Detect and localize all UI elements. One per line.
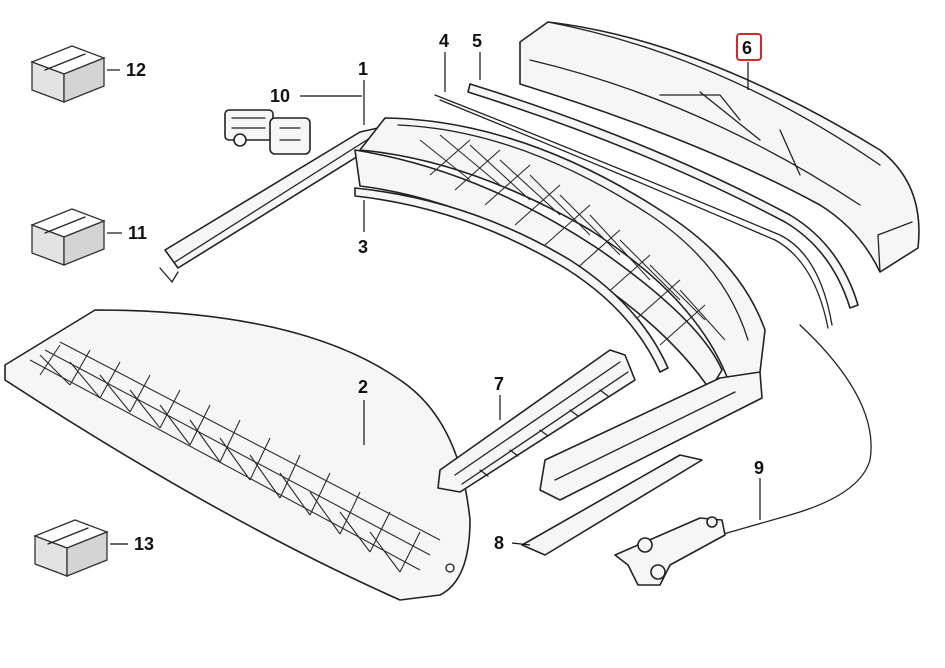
highlight-box — [736, 33, 762, 61]
part-1-main-frame[interactable] — [159, 117, 766, 501]
part-5-seal[interactable] — [467, 83, 859, 309]
part-13-box[interactable] — [33, 519, 109, 577]
callout-11[interactable]: 11 — [128, 223, 147, 243]
callout-4[interactable]: 4 — [439, 31, 449, 51]
callout-8[interactable]: 8 — [494, 533, 504, 553]
part-12-box[interactable] — [30, 45, 106, 103]
callout-7[interactable]: 7 — [494, 374, 504, 394]
callout-2[interactable]: 2 — [358, 377, 368, 397]
frame-lattice — [419, 134, 726, 346]
callout-12[interactable]: 12 — [126, 60, 146, 80]
part-8-strip[interactable] — [521, 454, 703, 556]
part-2-lower-panel[interactable] — [4, 309, 471, 601]
leader-lines — [107, 52, 761, 546]
part-6-cover-panel[interactable] — [519, 21, 920, 273]
part-7-bracket[interactable] — [437, 349, 636, 493]
callout-9[interactable]: 9 — [754, 458, 764, 478]
part-3-trim[interactable] — [354, 187, 669, 373]
callout-3[interactable]: 3 — [358, 237, 368, 257]
callout-6[interactable]: 6 — [742, 38, 752, 58]
part-10-motor[interactable] — [224, 109, 311, 155]
callout-1[interactable]: 1 — [358, 59, 368, 79]
callout-5[interactable]: 5 — [472, 31, 482, 51]
callout-13[interactable]: 13 — [134, 534, 154, 554]
callout-10[interactable]: 10 — [270, 86, 290, 106]
panel-lattice — [29, 341, 441, 573]
part-4-strip[interactable] — [434, 94, 833, 329]
part-9-cable-hinge[interactable] — [614, 324, 872, 586]
part-11-box[interactable] — [30, 208, 106, 266]
